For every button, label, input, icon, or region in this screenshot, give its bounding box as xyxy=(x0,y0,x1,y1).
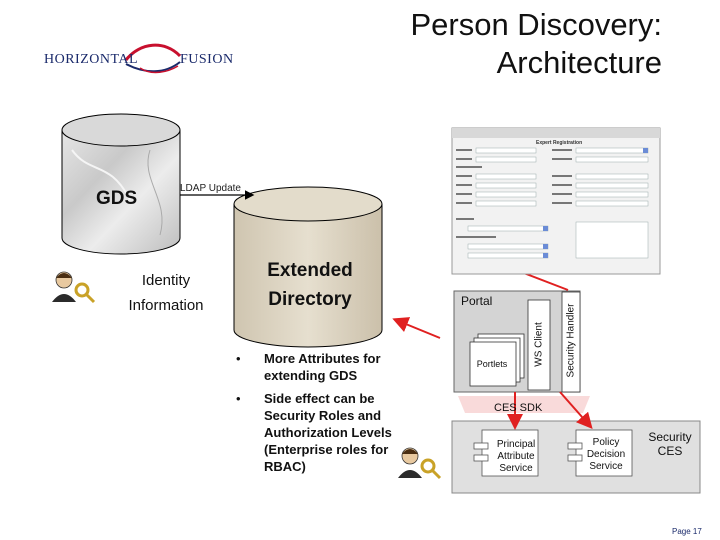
portlets-stack xyxy=(469,333,525,387)
principal-line-2: Attribute xyxy=(497,451,535,462)
bullet-dot: • xyxy=(236,351,241,366)
bullet-item: • Side effect can be Security Roles and A… xyxy=(232,390,402,475)
portal-to-directory-arrow xyxy=(392,317,441,339)
bullet-text: Side effect can be Security Roles and Au… xyxy=(264,391,392,474)
principal-line-3: Service xyxy=(499,463,533,474)
extended-directory-cylinder xyxy=(233,186,383,348)
principal-line-1: Principal xyxy=(496,439,536,450)
policy-decision-service-label: Policy Decision Service xyxy=(578,437,634,473)
policy-decision-service-box xyxy=(567,429,633,477)
title-line-2: Architecture xyxy=(496,45,662,80)
principal-attribute-service-label: Principal Attribute Service xyxy=(486,439,546,475)
policy-line-3: Service xyxy=(589,461,623,472)
security-handler-box xyxy=(561,291,581,393)
extended-line-1: Extended xyxy=(267,260,353,281)
ws-client-label: WS Client xyxy=(533,322,545,367)
principal-attribute-service-box xyxy=(473,429,539,477)
person-key-icon xyxy=(52,271,96,304)
title-line-1: Person Discovery: xyxy=(410,7,662,42)
bullet-list: • More Attributes for extending GDS • Side… xyxy=(232,350,402,481)
sdk-arrow-2 xyxy=(559,391,593,429)
identity-information-label: Identity Information xyxy=(106,268,226,318)
portlets-label: Portlets xyxy=(476,359,508,369)
identity-line-2: Information xyxy=(128,297,204,314)
identity-line-1: Identity xyxy=(141,272,191,289)
security-ces-line-1: Security xyxy=(648,430,692,444)
security-ces-line-2: CES xyxy=(657,444,683,458)
bullet-text: More Attributes for extending GDS xyxy=(264,351,381,383)
gds-label: GDS xyxy=(96,188,138,209)
logo-swoosh xyxy=(124,43,182,74)
logo-text-left: HORIZONTAL xyxy=(44,52,139,67)
person-key-icon xyxy=(398,447,442,480)
slide-title: Person Discovery: Architecture xyxy=(410,6,662,82)
page-number: Page 17 xyxy=(672,527,702,536)
extended-directory-label: Extended Directory xyxy=(240,256,380,314)
logo-text-right: FUSION xyxy=(180,52,234,67)
ces-sdk-label: CES SDK xyxy=(494,402,543,414)
security-ces-label: Security CES xyxy=(640,430,700,458)
security-handler-label: Security Handler xyxy=(565,303,577,378)
policy-line-1: Policy xyxy=(592,437,620,448)
extended-line-2: Directory xyxy=(268,289,352,310)
gds-database-cylinder xyxy=(61,113,181,255)
policy-line-2: Decision xyxy=(586,449,626,460)
expert-registration-screenshot xyxy=(451,127,661,275)
ces-sdk-band xyxy=(458,396,590,413)
ws-client-box xyxy=(527,299,551,391)
portal-label: Portal xyxy=(461,294,493,308)
screenshot-title: Expert Registration xyxy=(536,140,583,146)
bullet-dot: • xyxy=(236,391,241,406)
bullet-item: • More Attributes for extending GDS xyxy=(232,350,402,384)
ldap-update-label: LDAP Update xyxy=(180,183,241,194)
